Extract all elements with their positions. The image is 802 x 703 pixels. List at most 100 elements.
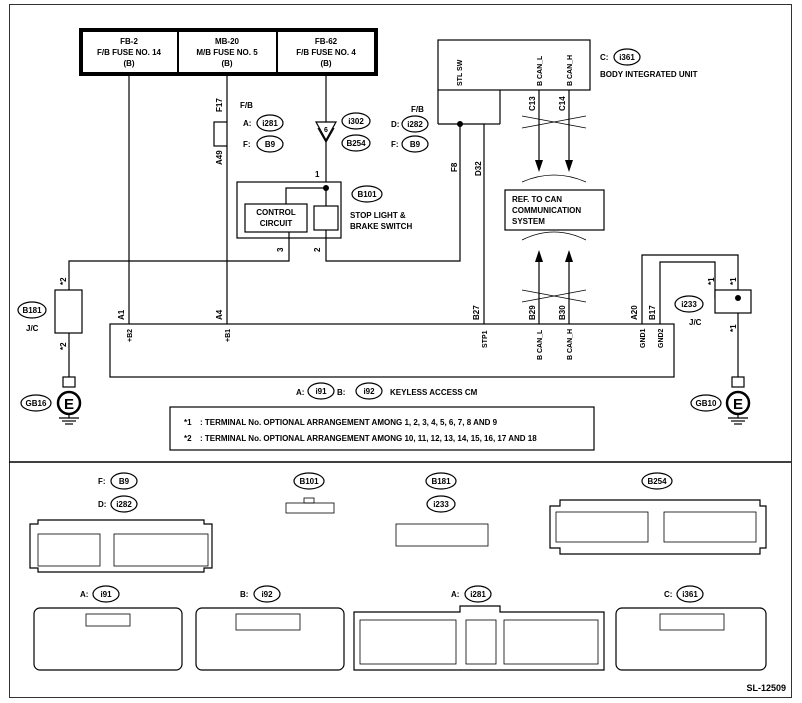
fb-f: F: [243,140,251,149]
star-label: *2 [59,342,68,350]
body-integrated-unit: STL SW B CAN_L B CAN_H C13 C14 C: i361 B… [437,39,698,172]
connector-code: B9 [410,140,421,149]
conn-letter: A: [80,590,88,599]
fb-title: F/B [411,105,424,114]
cm-name: KEYLESS ACCESS CM [390,388,478,397]
connector-code: B101 [357,190,377,199]
term-label: B29 [528,305,537,320]
term-label: B30 [558,305,567,320]
ground-symbol: E [733,396,743,413]
connector-code: i282 [407,120,423,129]
connector-b254: B254 [549,472,767,555]
connector-code: B101 [299,477,319,486]
star-label: *2 [59,277,68,285]
pin-label: B CAN_L [537,55,544,86]
star-label: *1 [729,277,738,285]
connector-code: B9 [119,477,130,486]
connector-code: B181 [22,306,42,315]
fuse-id: MB-20 [215,37,240,46]
control-label: CIRCUIT [260,219,293,228]
conn-letter: C: [664,590,672,599]
pin-label: GND1 [640,328,647,348]
stop-light-switch: CONTROL CIRCUIT 1 2 3 B101 STOP LIGHT & … [236,170,412,252]
connector-code: i281 [470,590,486,599]
control-label: CONTROL [256,208,296,217]
connector-i92: B: i92 [195,585,345,671]
pin-label: 3 [276,247,285,252]
connector-b181-i233: B181 i233 [395,472,489,547]
can-reference: REF. TO CAN COMMUNICATION SYSTEM [504,174,605,303]
fb-right: F/B D: i282 F: B9 F8 D32 [391,105,483,176]
connector-code: B9 [265,140,276,149]
jc-label: J/C [26,324,39,333]
conn-letter: F: [98,477,106,486]
pin-label: +B1 [225,329,232,342]
pin-label: B CAN_L [537,329,544,360]
star-label: *1 [729,324,738,332]
jc-right: *1 *1 *1 i233 J/C [674,277,752,332]
term-label: F17 [215,98,224,112]
fuse-name: F/B FUSE NO. 4 [296,48,356,57]
ground-code: GB16 [26,399,47,408]
connector-code: B254 [346,139,366,148]
note-star: *2 [184,434,192,443]
fuse-id: FB-2 [120,37,138,46]
connector-b9-i282: F: B9 D: i282 [29,472,213,573]
jc-label: J/C [689,318,702,327]
pin-label: STL SW [457,59,464,86]
term-label: A1 [117,309,126,320]
star-label: *1 [707,277,716,285]
fuse-name: M/B FUSE NO. 5 [196,48,258,57]
connector-code: B254 [647,477,667,486]
can-ref-line: SYSTEM [512,217,545,226]
connector-code: i233 [433,500,449,509]
fuse-sub: (B) [320,59,331,68]
connector-code: i92 [261,590,273,599]
connector-code: i361 [682,590,698,599]
fb-d: D: [391,120,399,129]
term-label: A20 [630,305,639,320]
ground-left: E GB16 [20,376,82,425]
fb-title: F/B [240,101,253,110]
switch-label: BRAKE SWITCH [350,222,412,231]
term-label: B17 [648,305,657,320]
fuse-id: FB-62 [315,37,338,46]
term-label: D32 [474,161,483,176]
pin-label: 6 [324,127,328,134]
page-id: SL-12509 [746,683,786,693]
pin-label: +B2 [127,329,134,342]
pin-label: 1 [315,170,320,179]
fuse-box-group: FB-2 F/B FUSE NO. 14 (B) MB-20 M/B FUSE … [79,28,378,76]
pin-label: B CAN_H [567,329,574,360]
term-label: C13 [528,96,537,111]
note-star: *1 [184,418,192,427]
connector-i281: A: i281 [353,585,605,671]
term-label: C14 [558,96,567,111]
ground-symbol: E [64,396,74,413]
term-label: B27 [472,305,481,320]
fuse-sub: (B) [123,59,134,68]
connector-code: i282 [116,500,132,509]
connector-b101: B101 [285,472,335,514]
connector-code: B181 [431,477,451,486]
can-ref-line: REF. TO CAN [512,195,562,204]
connector-code: i91 [315,387,327,396]
conn-letter: A: [451,590,459,599]
fuse-name: F/B FUSE NO. 14 [97,48,162,57]
connector-i91: A: i91 [33,585,183,671]
unit-name: BODY INTEGRATED UNIT [600,70,698,79]
pin-label: STP1 [482,330,489,348]
pin-label: GND2 [658,328,665,348]
connector-code: i302 [348,117,364,126]
term-label: F8 [450,162,459,172]
notes-box: *1 : TERMINAL No. OPTIONAL ARRANGEMENT A… [169,406,595,451]
connector-i361: C: i361 [615,585,767,671]
note-text: : TERMINAL No. OPTIONAL ARRANGEMENT AMON… [200,434,537,443]
connector-code: i92 [363,387,375,396]
connector-code: i233 [681,300,697,309]
conn-letter: D: [98,500,106,509]
conn-letter: B: [240,590,248,599]
cm-b: B: [337,388,345,397]
can-ref-line: COMMUNICATION [512,206,581,215]
